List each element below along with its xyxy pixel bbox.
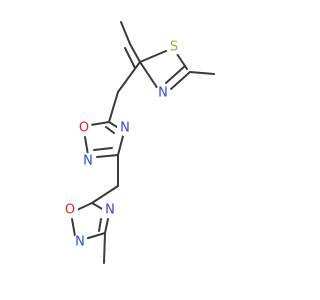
- bond: [129, 43, 141, 63]
- bond: [165, 65, 186, 84]
- atom-N-thiazole: N: [155, 85, 171, 101]
- bond: [117, 135, 124, 156]
- atom-symbol: O: [79, 121, 89, 136]
- bond: [124, 47, 136, 69]
- atom-N-top-left: N: [80, 153, 96, 169]
- bond: [104, 218, 109, 234]
- atom-N-top-right: N: [117, 120, 133, 136]
- atom-O-bottom: O: [62, 202, 78, 218]
- bond: [105, 126, 115, 134]
- bond: [103, 232, 106, 264]
- bond: [98, 218, 102, 232]
- molecule-structure: S N O N N O N N: [62, 21, 215, 264]
- bond: [71, 218, 76, 237]
- bond: [120, 21, 131, 45]
- bond: [84, 136, 89, 156]
- bond: [90, 121, 110, 126]
- bond: [108, 91, 119, 123]
- atom-symbol: S: [170, 40, 178, 55]
- atom-O-top: O: [76, 120, 92, 136]
- bond: [117, 61, 141, 93]
- bond: [96, 154, 119, 158]
- bond: [91, 185, 119, 204]
- atom-symbol: N: [83, 154, 93, 169]
- atom-labels: S N O N N O N N: [62, 39, 182, 250]
- bond: [91, 202, 105, 211]
- bond: [84, 232, 106, 240]
- atom-symbol: N: [120, 121, 130, 136]
- atom-symbol: N: [105, 203, 115, 218]
- atom-symbol: O: [65, 203, 75, 218]
- bond: [139, 61, 159, 90]
- bond: [189, 71, 215, 75]
- atom-N-bottom-left: N: [72, 234, 88, 250]
- atom-N-bottom-right: N: [102, 202, 118, 218]
- atom-symbol: N: [75, 235, 85, 250]
- atom-S1: S: [166, 39, 182, 55]
- atom-symbol: N: [158, 86, 168, 101]
- bond: [170, 71, 191, 90]
- bond: [76, 202, 93, 211]
- bonds: [71, 21, 215, 264]
- bond: [93, 147, 113, 151]
